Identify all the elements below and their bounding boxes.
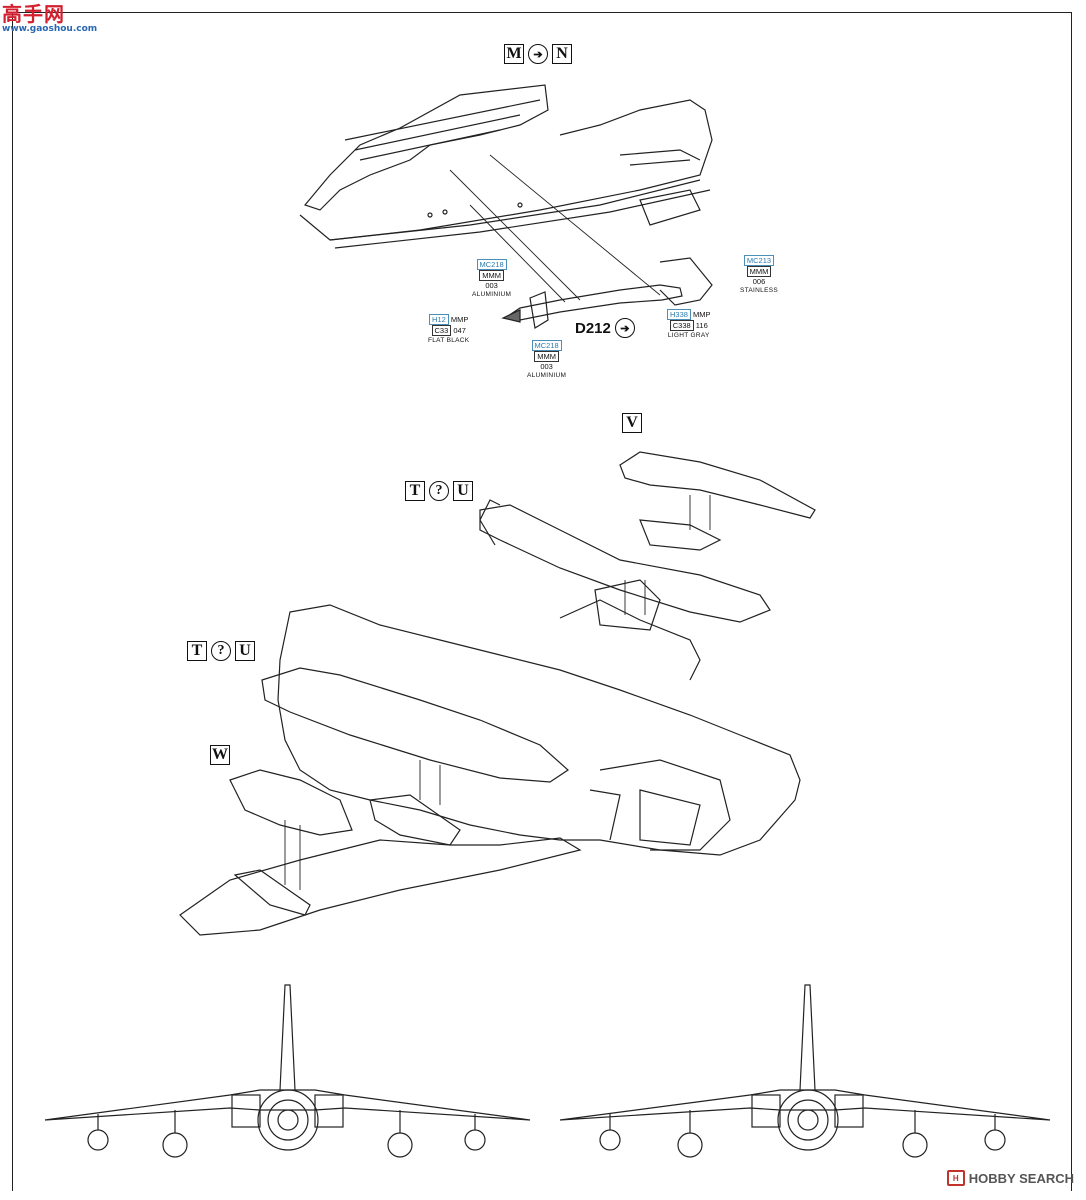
- paint-line: MMP: [450, 315, 469, 324]
- step-v: V: [622, 413, 642, 433]
- aircraft-main-drawing: [179, 451, 816, 936]
- watermark-url: www.gaoshou.com: [2, 24, 98, 34]
- paint-name: FLAT BLACK: [428, 337, 470, 344]
- paint-callout-aluminium-upper: MC218 MMM 003 ALUMINIUM: [472, 259, 511, 299]
- paint-name: LIGHT GRAY: [667, 332, 710, 339]
- paint-name: ALUMINIUM: [527, 372, 567, 379]
- paint-code: H12: [429, 314, 449, 325]
- paint-callout-stainless: MC213 MMM 006 STAINLESS: [740, 255, 778, 295]
- front-view-left: [44, 984, 531, 1158]
- page-frame: [12, 12, 1072, 1191]
- arrow-right-icon: ➔: [614, 318, 635, 338]
- paint-brand: MMM: [479, 270, 504, 281]
- step-u-label: U: [453, 481, 473, 501]
- step-m-label: M: [504, 44, 524, 64]
- missile-d212: [501, 257, 713, 329]
- step-t-label: T: [187, 641, 207, 661]
- step-t-u-upper: T ? U: [405, 481, 473, 501]
- paint-code: H338: [667, 309, 691, 320]
- step-v-label: V: [622, 413, 642, 433]
- part-reference-d212: D212 ➔: [575, 318, 635, 338]
- watermark-title: 高手网: [2, 2, 65, 26]
- paint-alt-code: C338: [669, 320, 694, 331]
- step-n-label: N: [552, 44, 572, 64]
- paint-alt-code: C33: [431, 325, 452, 336]
- paint-number: 047: [453, 326, 466, 335]
- paint-code: MC218: [476, 259, 507, 270]
- paint-name: STAINLESS: [740, 287, 778, 294]
- step-u-label: U: [235, 641, 255, 661]
- site-watermark: 高手网 www.gaoshou.com: [2, 2, 98, 40]
- step-w: W: [210, 745, 230, 765]
- paint-line: MMP: [693, 310, 711, 319]
- paint-name: ALUMINIUM: [472, 291, 512, 298]
- paint-callout-aluminium-lower: MC218 MMM 003 ALUMINIUM: [527, 340, 566, 380]
- front-view-right: [559, 984, 1051, 1158]
- paint-brand: MMM: [534, 351, 559, 362]
- step-t-u-lower: T ? U: [187, 641, 255, 661]
- arrow-right-icon: ➔: [528, 44, 548, 64]
- paint-callout-light-gray: H338 MMP C338 116 LIGHT GRAY: [667, 309, 711, 340]
- paint-code: MC213: [743, 255, 775, 266]
- paint-number: 006: [752, 277, 766, 286]
- paint-number: 003: [485, 281, 498, 290]
- paint-number: 003: [540, 362, 553, 371]
- hobby-search-text: HOBBY SEARCH: [968, 1170, 1074, 1186]
- paint-brand: MMM: [746, 266, 772, 277]
- step-w-label: W: [210, 745, 230, 765]
- hobby-search-credit: H HOBBY SEARCH: [946, 1170, 1074, 1186]
- paint-code: MC218: [531, 340, 562, 351]
- step-m-to-n: M ➔ N: [504, 44, 572, 64]
- upper-wing-assembly: [299, 84, 713, 249]
- part-number: D212: [575, 319, 611, 337]
- hobby-search-logo: H: [946, 1170, 965, 1186]
- paint-number: 116: [695, 321, 708, 330]
- step-t-label: T: [405, 481, 425, 501]
- question-circle-icon: ?: [429, 481, 449, 501]
- install-arrows: [284, 495, 711, 890]
- question-circle-icon: ?: [211, 641, 231, 661]
- paint-callout-flat-black: H12 MMP C33 047 FLAT BLACK: [428, 314, 469, 345]
